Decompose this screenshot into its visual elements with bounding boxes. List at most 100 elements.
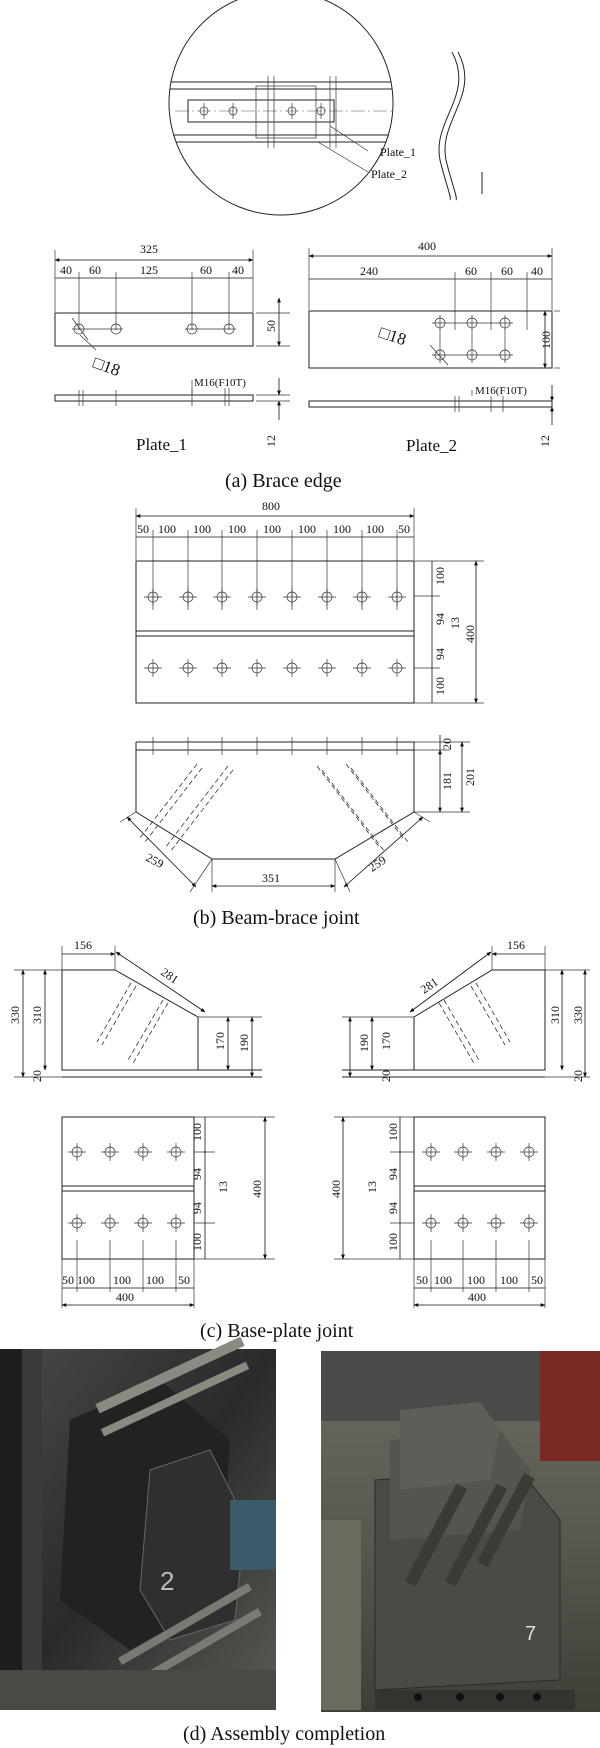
bbj-pitch-6: 100 <box>333 522 351 536</box>
bbj-bottom: 351 <box>262 871 280 885</box>
plate1-seg-2: 125 <box>140 263 158 277</box>
bpr-left-base: 20 <box>379 1070 393 1082</box>
bpl-plan-height: 400 <box>250 1180 264 1198</box>
detail-label-plate2: Plate_2 <box>371 167 407 181</box>
baseplate-left-elevation: 156 281 330 310 20 170 190 <box>8 938 262 1082</box>
bpr-plan-height: 400 <box>329 1180 343 1198</box>
bpr-plan-plate <box>413 1116 546 1260</box>
bbj-web: 13 <box>448 617 462 629</box>
plate1-seg-1: 60 <box>89 263 101 277</box>
svg-text:2: 2 <box>160 1566 174 1596</box>
bpl-plan-plate <box>61 1116 195 1260</box>
plate1-seg-0: 40 <box>60 263 72 277</box>
bpr-slope: 281 <box>418 975 441 997</box>
plate2-seg-2: 60 <box>501 264 513 278</box>
baseplate-right-elevation: 156 281 310 330 20 190 170 20 <box>342 938 590 1082</box>
bbj-right-edge: 259 <box>366 853 389 875</box>
bpr-base: 20 <box>571 1070 585 1082</box>
bpr-plan-pitch-4: 50 <box>531 1273 543 1287</box>
plate2-body <box>308 310 553 369</box>
caption-d: (d) Assembly completion <box>183 1723 385 1745</box>
plate1-name: Plate_1 <box>136 435 187 454</box>
bpl-plan-web: 13 <box>216 1181 230 1193</box>
plate1-hole-note: □18 <box>91 353 123 380</box>
bbj-v-3: 100 <box>433 677 447 695</box>
beam-brace-plan: 800 50 100 100 100 100 100 100 100 50 10… <box>135 499 484 704</box>
bpr-plan-pitch-1: 100 <box>434 1273 452 1287</box>
plate1-overall: 325 <box>140 242 158 256</box>
bpl-right-outer: 190 <box>237 1034 251 1052</box>
plate2-hole-note: □18 <box>377 323 409 350</box>
plate1-bolt: M16(F10T) <box>194 377 246 389</box>
bpl-plan-pitch-3: 100 <box>146 1273 164 1287</box>
bbj-v-0: 100 <box>433 567 447 585</box>
plate2-side <box>308 400 553 408</box>
caption-b: (b) Beam-brace joint <box>193 907 360 929</box>
bpr-plan-v-2: 94 <box>386 1202 400 1214</box>
bpl-plan-pitch-4: 50 <box>178 1273 190 1287</box>
bpl-base: 20 <box>30 1070 44 1082</box>
bpr-h-outer: 330 <box>571 1006 585 1024</box>
bbj-pitch-0: 50 <box>137 522 149 536</box>
bpr-plan-v-1: 94 <box>386 1168 400 1180</box>
bpr-plan-pitch-2: 100 <box>467 1273 485 1287</box>
bbj-pitch-4: 100 <box>263 522 281 536</box>
bbj-pitch-5: 100 <box>298 522 316 536</box>
plate2-bolt: M16(F10T) <box>475 385 527 397</box>
bpr-plan-v-0: 100 <box>386 1123 400 1141</box>
plate1-height: 50 <box>264 320 278 332</box>
plate1-seg-4: 40 <box>232 263 244 277</box>
beam-brace-elevation: 20 181 201 259 351 259 <box>119 735 477 893</box>
bbj-pitch-7: 100 <box>366 522 384 536</box>
bbj-elev-mid: 181 <box>440 772 454 790</box>
bbj-elev-top: 20 <box>440 738 454 750</box>
bpr-plan-web: 13 <box>365 1181 379 1193</box>
bpl-plan-holes <box>68 1143 185 1232</box>
plate1-side <box>54 394 254 402</box>
bpl-top: 156 <box>74 938 92 952</box>
caption-a: (a) Brace edge <box>225 470 342 492</box>
bpl-plan-pitch-1: 100 <box>77 1273 95 1287</box>
caption-c: (c) Base-plate joint <box>200 1320 354 1342</box>
photo-right-mark: 7 <box>525 1623 536 1645</box>
photo-left: 2 <box>0 1336 276 1710</box>
bpl-h-outer: 330 <box>8 1006 22 1024</box>
bpl-plan-v-2: 94 <box>190 1202 204 1214</box>
plate1-thickness: 12 <box>264 435 278 447</box>
bbj-width: 800 <box>262 499 280 513</box>
bpr-h-inner: 310 <box>548 1006 562 1024</box>
bpl-plan-v-3: 100 <box>190 1233 204 1251</box>
plate2-drawing: 400 240 60 60 40 □18 100 M16(F10T) <box>308 239 560 455</box>
bbj-elev-total: 201 <box>463 768 477 786</box>
bbj-pitch-2: 100 <box>193 522 211 536</box>
bbj-v-1: 94 <box>433 613 447 625</box>
bpr-plan-pitch-0: 50 <box>416 1273 428 1287</box>
bpl-plan-pitch-0: 50 <box>62 1273 74 1287</box>
bpr-left-outer: 190 <box>357 1034 371 1052</box>
bbj-holes <box>144 588 406 677</box>
bpl-plan-v-0: 100 <box>190 1123 204 1141</box>
bpr-plan-v-3: 100 <box>386 1233 400 1251</box>
bpr-top: 156 <box>507 938 525 952</box>
bpr-plan-pitch-3: 100 <box>500 1273 518 1287</box>
plate1-seg-3: 60 <box>200 263 212 277</box>
bpl-right-inner: 170 <box>213 1032 227 1050</box>
bpl-plan-v-1: 94 <box>190 1168 204 1180</box>
bpl-plan-pitch-2: 100 <box>113 1273 131 1287</box>
plate2-overall: 400 <box>418 239 436 253</box>
plate2-height: 100 <box>539 331 553 349</box>
bbj-height: 400 <box>463 625 477 643</box>
photo-right: 7 <box>321 1351 600 1712</box>
bpl-plan-width: 400 <box>116 1290 134 1304</box>
plate2-thickness: 12 <box>538 435 552 447</box>
baseplate-right-plan: 400 13 100 94 94 100 50 100 100 100 50 4… <box>329 1116 546 1308</box>
bbj-pitch-1: 100 <box>158 522 176 536</box>
plate1-drawing: 325 40 60 125 60 40 □18 50 <box>54 242 290 454</box>
bpr-plan-holes <box>422 1143 538 1232</box>
bpl-h-inner: 310 <box>30 1006 44 1024</box>
detail-label-plate1: Plate_1 <box>380 145 416 159</box>
bbj-plate <box>135 560 415 704</box>
bpr-left-inner: 170 <box>379 1032 393 1050</box>
detail-view: Plate_1 Plate_2 <box>168 0 483 216</box>
